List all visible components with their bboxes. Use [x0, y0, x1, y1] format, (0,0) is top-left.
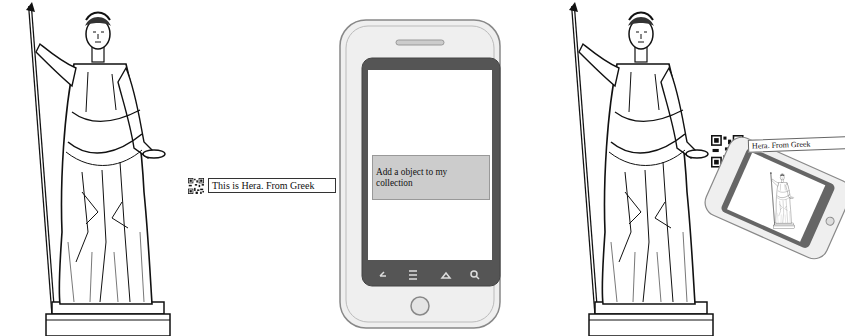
button-box: Add a object to my collection	[372, 155, 490, 200]
phone	[340, 20, 500, 328]
node-text: This is Hera. From Greek	[209, 180, 317, 192]
node-text: Hera. From Greek	[749, 139, 814, 150]
statue-left	[26, 2, 170, 336]
caption-box-scanned: Hera. From Greek	[748, 136, 845, 152]
statue-right	[569, 2, 713, 336]
qr-code-left	[188, 178, 204, 194]
node-text: Add a object to my collection	[373, 167, 489, 188]
phone-scanning	[701, 133, 845, 263]
caption-box: This is Hera. From Greek	[208, 178, 336, 193]
